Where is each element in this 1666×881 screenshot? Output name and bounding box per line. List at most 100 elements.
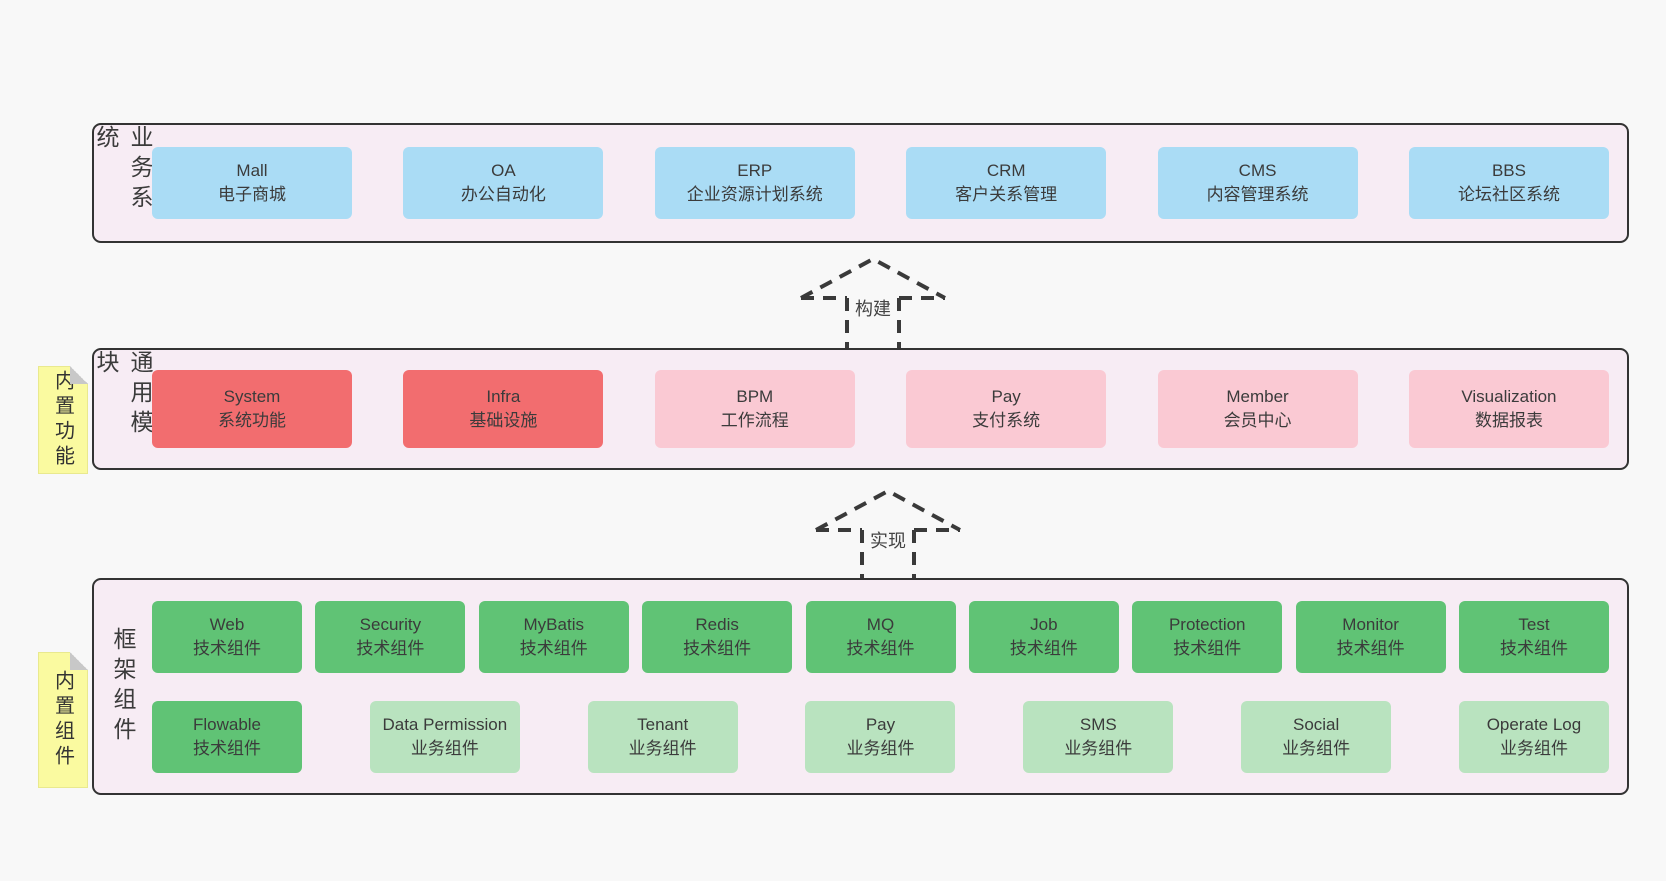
box-bbs: BBS 论坛社区系统 <box>1408 147 1609 219</box>
box-infra: Infra 基础设施 <box>403 370 604 448</box>
box-title: Mall <box>236 161 268 180</box>
sticky-note-built-in-features: 内置功能 <box>38 366 88 474</box>
box-mq: MQ 技术组件 <box>805 600 956 673</box>
common-modules-band: 通用模块 System 系统功能 Infra 基础设施 BPM 工作流程 Pay… <box>92 348 1629 470</box>
box-subtitle: 客户关系管理 <box>955 185 1058 204</box>
box-visualization: Visualization 数据报表 <box>1408 370 1609 448</box>
box-title: Visualization <box>1461 387 1557 406</box>
box-title: CRM <box>986 161 1026 180</box>
dashed-up-arrow-icon <box>800 256 946 348</box>
box-title: Web <box>209 614 245 634</box>
box-title: Security <box>359 614 422 634</box>
box-member: Member 会员中心 <box>1157 370 1358 448</box>
box-mall: Mall 电子商城 <box>152 147 352 219</box>
box-subtitle: 业务组件 <box>410 738 479 758</box>
box-subtitle: 数据报表 <box>1474 411 1543 430</box>
box-subtitle: 支付系统 <box>972 411 1041 430</box>
box-redis: Redis 技术组件 <box>642 600 793 673</box>
sticky-note-built-in-components: 内置组件 <box>38 652 88 788</box>
box-title: Infra <box>486 387 521 406</box>
box-subtitle: 电子商城 <box>218 185 286 204</box>
box-subtitle: 论坛社区系统 <box>1457 185 1560 204</box>
box-subtitle: 技术组件 <box>519 638 588 658</box>
box-erp: ERP 企业资源计划系统 <box>654 147 855 219</box>
box-title: System <box>223 387 281 406</box>
box-subtitle: 业务组件 <box>1064 738 1133 758</box>
box-bpm: BPM 工作流程 <box>654 370 855 448</box>
box-title: Pay <box>865 714 896 734</box>
box-subtitle: 会员中心 <box>1223 411 1292 430</box>
box-protection: Protection 技术组件 <box>1132 600 1283 673</box>
box-title: OA <box>491 161 516 180</box>
box-subtitle: 技术组件 <box>193 638 261 658</box>
framework-components-band: 框架组件 Web 技术组件 Security 技术组件 MyBatis 技术组件… <box>92 578 1629 795</box>
framework-components-boxes: Web 技术组件 Security 技术组件 MyBatis 技术组件 Redi… <box>152 600 1627 773</box>
box-title: Tenant <box>637 714 689 734</box>
implement-arrow-label: 实现 <box>867 526 909 554</box>
box-title: SMS <box>1079 714 1117 734</box>
box-job: Job 技术组件 <box>968 600 1119 673</box>
box-title: Member <box>1226 387 1289 406</box>
box-title: Operate Log <box>1486 714 1582 734</box>
band-label-framework-components: 框架组件 <box>110 626 136 747</box>
band-label-business-systems: 业务系统 <box>93 125 153 215</box>
box-title: ERP <box>737 161 773 180</box>
box-tenant: Tenant 业务组件 <box>587 700 738 773</box>
box-oa: OA 办公自动化 <box>403 147 604 219</box>
build-arrow: 构建 <box>788 254 958 348</box>
box-sms: SMS 业务组件 <box>1023 700 1174 773</box>
box-subtitle: 业务组件 <box>846 738 915 758</box>
box-subtitle: 技术组件 <box>356 638 425 658</box>
box-title: MQ <box>866 614 895 634</box>
box-subtitle: 技术组件 <box>193 738 261 758</box>
note-fold-corner <box>70 366 88 384</box>
box-title: Test <box>1518 614 1550 634</box>
box-subtitle: 技术组件 <box>1336 638 1405 658</box>
build-arrow-label: 构建 <box>852 294 894 322</box>
box-subtitle: 内容管理系统 <box>1206 185 1309 204</box>
box-title: CMS <box>1238 161 1277 180</box>
box-title: Data Permission <box>382 714 508 734</box>
box-web: Web 技术组件 <box>152 600 302 673</box>
business-systems-band: 业务系统 Mall 电子商城 OA 办公自动化 ERP 企业资源计划系统 CRM… <box>92 123 1629 243</box>
implement-arrow: 实现 <box>803 486 973 578</box>
box-subtitle: 业务组件 <box>628 738 697 758</box>
box-title: Job <box>1030 614 1058 634</box>
dashed-up-arrow-icon <box>815 488 961 578</box>
box-test: Test 技术组件 <box>1459 600 1609 673</box>
box-subtitle: 技术组件 <box>683 638 752 658</box>
box-subtitle: 技术组件 <box>1009 638 1078 658</box>
box-title: Monitor <box>1342 614 1399 634</box>
box-flowable: Flowable 技术组件 <box>152 700 302 773</box>
box-crm: CRM 客户关系管理 <box>906 147 1107 219</box>
box-data-permission: Data Permission 业务组件 <box>369 700 520 773</box>
box-title: Pay <box>991 387 1021 406</box>
box-subtitle: 工作流程 <box>720 411 789 430</box>
box-monitor: Monitor 技术组件 <box>1295 600 1446 673</box>
box-subtitle: 基础设施 <box>469 411 538 430</box>
box-pay-component: Pay 业务组件 <box>805 700 956 773</box>
note-fold-corner <box>70 652 88 670</box>
box-mybatis: MyBatis 技术组件 <box>478 600 629 673</box>
box-title: Social <box>1292 714 1340 734</box>
box-security: Security 技术组件 <box>315 600 466 673</box>
box-subtitle: 业务组件 <box>1282 738 1351 758</box>
box-title: Flowable <box>192 714 262 734</box>
box-subtitle: 技术组件 <box>1500 638 1568 658</box>
box-title: MyBatis <box>523 614 584 634</box>
business-systems-boxes: Mall 电子商城 OA 办公自动化 ERP 企业资源计划系统 CRM 客户关系… <box>152 147 1627 219</box>
note-text: 内置组件 <box>51 670 74 770</box>
common-modules-boxes: System 系统功能 Infra 基础设施 BPM 工作流程 Pay 支付系统… <box>152 370 1627 448</box>
box-social: Social 业务组件 <box>1241 700 1392 773</box>
box-title: BPM <box>736 387 774 406</box>
box-title: Redis <box>695 614 739 634</box>
box-pay-module: Pay 支付系统 <box>906 370 1107 448</box>
box-subtitle: 技术组件 <box>1173 638 1242 658</box>
box-subtitle: 业务组件 <box>1499 738 1568 758</box>
box-subtitle: 系统功能 <box>218 411 286 430</box>
band-label-common-modules: 通用模块 <box>93 350 153 440</box>
box-subtitle: 企业资源计划系统 <box>686 185 823 204</box>
note-text: 内置功能 <box>51 370 74 470</box>
box-system: System 系统功能 <box>152 370 352 448</box>
box-title: BBS <box>1491 161 1526 180</box>
